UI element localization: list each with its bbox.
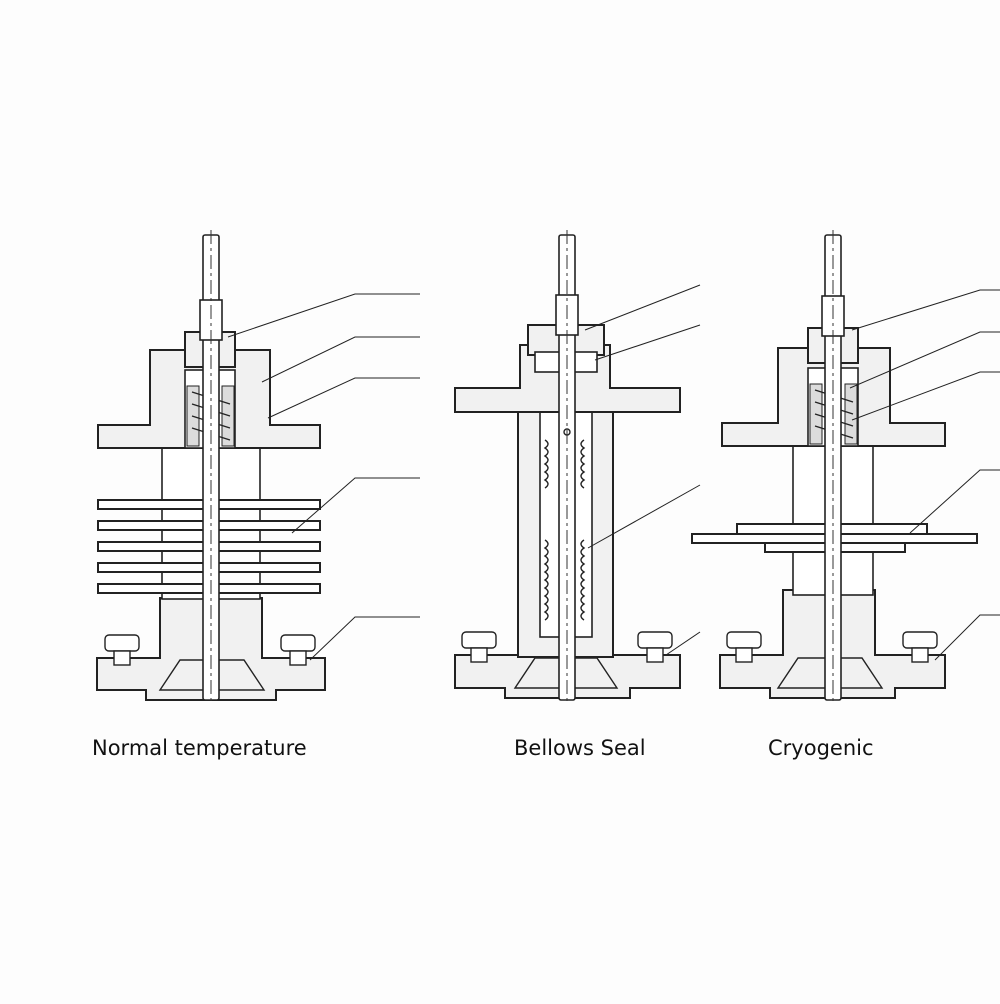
cryogenic-leader-4 [909,469,1000,534]
normal-bolt-right [280,634,316,666]
bellows-leader-2 [594,324,701,361]
bellows-bolt-left [461,631,497,663]
normal-bottom-taper [158,659,266,691]
bellows-bolt-right [637,631,673,663]
cryogenic-bonnet [691,230,1000,705]
cryogenic-leader-5 [934,614,1000,661]
caption-cryogenic: Cryogenic [768,736,874,760]
cryogenic-leader-1 [851,289,1000,331]
normal-bolt-left [104,634,140,666]
normal-leader-4 [291,477,420,534]
bellows-leader-4 [665,631,701,656]
cryogenic-leader-3 [851,371,1000,421]
normal-leader-3 [267,377,420,419]
bellows-lower-convolutions [543,539,586,621]
normal-temperature-bonnet [96,230,420,705]
bellows-leader-3 [587,484,701,549]
normal-leader-2 [261,336,420,383]
cryogenic-leader-2 [849,331,1000,389]
normal-leader-1 [227,293,420,338]
bellows-leader-1 [584,284,701,331]
caption-bellows-seal: Bellows Seal [514,736,646,760]
caption-normal-temperature: Normal temperature [92,736,307,760]
cryogenic-bolt-left [726,631,762,663]
cryogenic-bolt-right [902,631,938,663]
bellows-upper-convolutions [543,439,586,489]
cryogenic-bottom-taper [776,657,884,689]
bellows-seal-bonnet [454,230,701,705]
normal-leader-5 [309,616,420,661]
